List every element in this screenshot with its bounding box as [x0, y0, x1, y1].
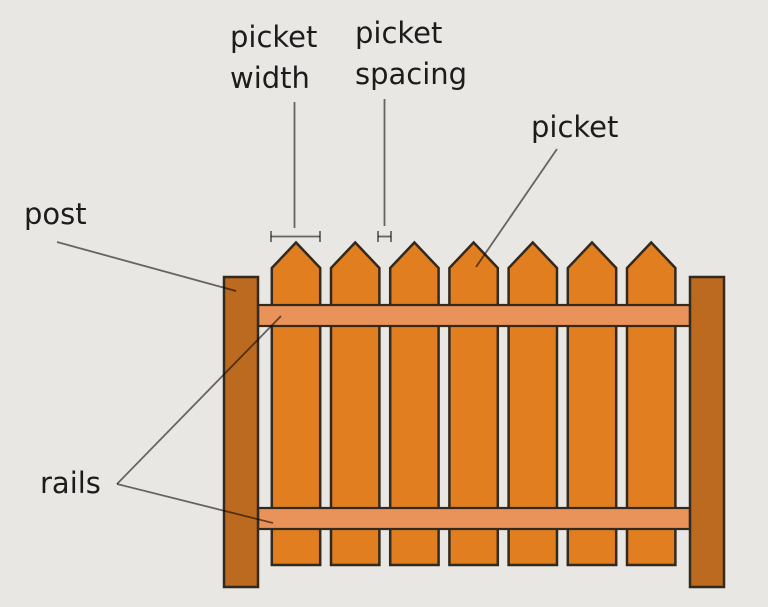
picket-spacing-measure-bracket	[377, 231, 392, 242]
rails-label: rails	[40, 466, 101, 500]
picket-spacing-label-line1: picket	[355, 16, 442, 50]
rail-top	[256, 303, 692, 328]
picket-width-measure-bracket	[270, 231, 321, 242]
rails-pointer-line-bottom	[116, 483, 274, 524]
fence-post-left	[222, 275, 260, 589]
annotations	[56, 99, 558, 524]
picket-spacing-label-line2: spacing	[355, 57, 467, 91]
picket-width-label-line2: width	[230, 61, 310, 95]
picket-width-label-line1: picket	[230, 20, 317, 54]
rail-bottom	[256, 506, 692, 531]
picket-label: picket	[531, 110, 618, 144]
picket-pointer-line	[475, 148, 558, 268]
rails-pointer-line-top	[116, 315, 282, 485]
post-label: post	[24, 197, 87, 231]
post-pointer-line	[56, 241, 237, 292]
fence-post-right	[688, 275, 726, 589]
